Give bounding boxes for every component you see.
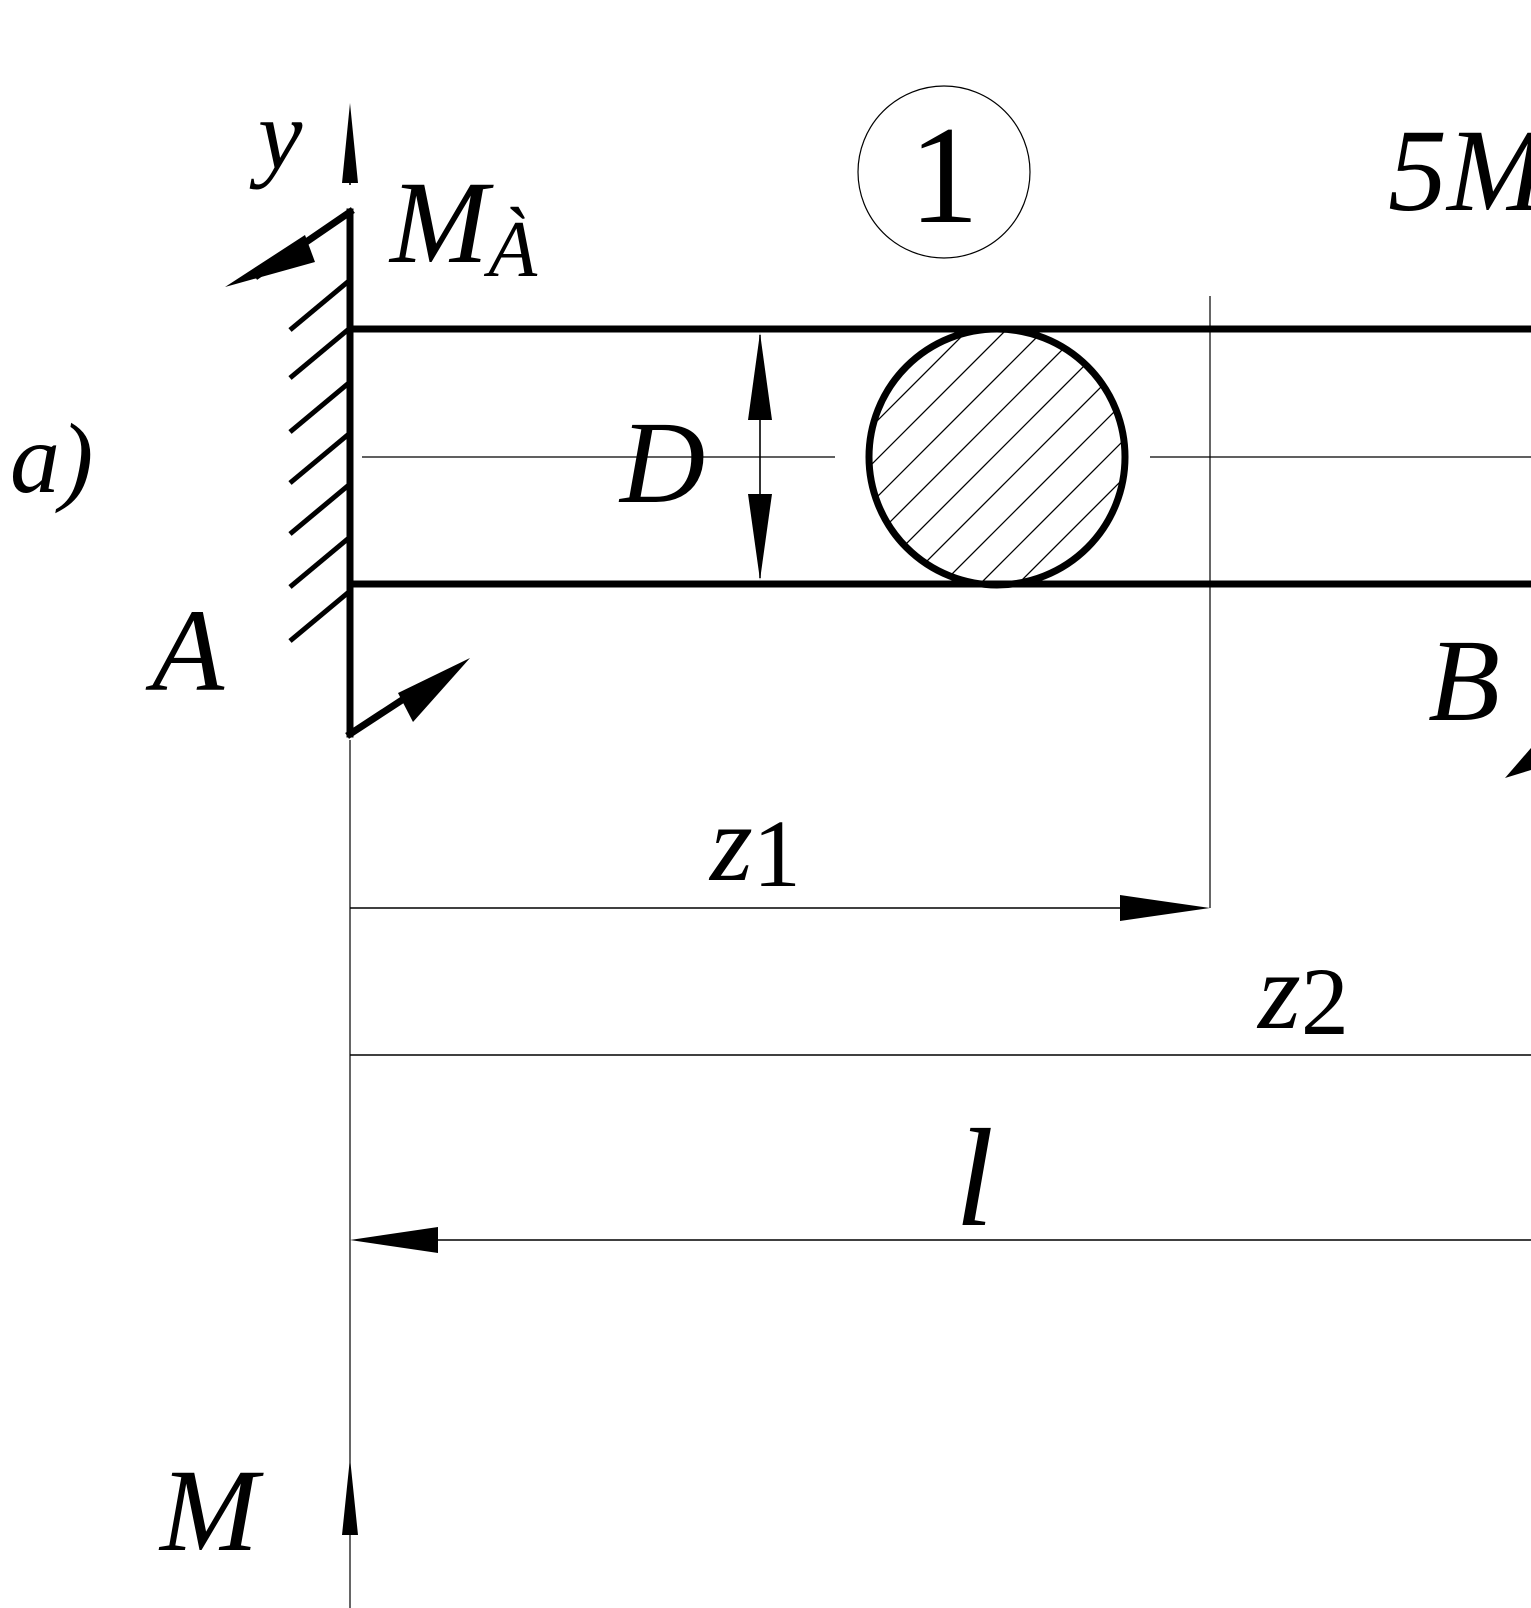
moment-a-label: MÀ (388, 157, 538, 294)
moment-a-subscript: À (483, 206, 538, 294)
z2-label: z2 (1256, 930, 1349, 1055)
m-axis-label: M (158, 1445, 264, 1576)
moment-arrow-top (225, 207, 355, 287)
y-axis-label: y (249, 79, 303, 190)
length-label: l (955, 1101, 994, 1256)
z1-subscript: 1 (753, 800, 801, 907)
z1-dimension (350, 895, 1210, 921)
point-b-label: B (1428, 615, 1500, 746)
moment-arrow-bottom (345, 658, 470, 739)
moment-a-letter: M (388, 157, 494, 288)
length-dimension (350, 1227, 1531, 1253)
moment-arrow-b (1505, 748, 1531, 778)
z2-letter: z (1256, 930, 1301, 1052)
m-axis-arrow (342, 1458, 358, 1535)
wall-hatching (288, 278, 352, 643)
z1-letter: z (708, 782, 753, 904)
z2-subscript: 2 (1301, 948, 1349, 1055)
z1-label: z1 (708, 782, 801, 907)
panel-label: a) (10, 403, 93, 514)
load-label: 5M (1388, 105, 1531, 236)
cross-section (865, 325, 1129, 589)
diameter-dimension (748, 333, 772, 580)
section-marker-circle (857, 85, 1031, 259)
y-axis-arrow (342, 103, 358, 185)
support-a-label: A (145, 585, 225, 716)
section-number: 1 (909, 98, 979, 253)
diameter-label: D (618, 397, 705, 528)
